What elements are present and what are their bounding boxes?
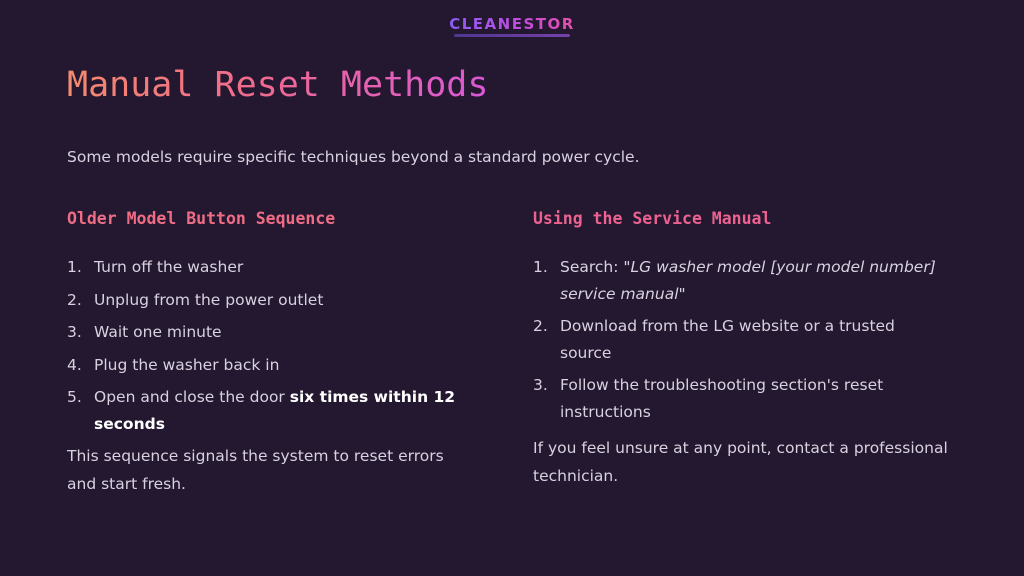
brand-logo-tagline — [454, 34, 570, 37]
list-item: 1. Search: "LG washer model [your model … — [533, 254, 953, 307]
list-item: 3. Follow the troubleshooting section's … — [533, 372, 953, 425]
step-number: 1. — [533, 258, 548, 276]
step-text: Wait one minute — [94, 323, 222, 341]
list-item: 3. Wait one minute — [67, 319, 487, 346]
older-model-note: This sequence signals the system to rese… — [67, 447, 444, 493]
step-number: 3. — [67, 323, 82, 341]
step-text: Plug the washer back in — [94, 355, 280, 374]
step-number: 4. — [67, 355, 82, 374]
intro-text: Some models require specific techniques … — [67, 148, 640, 166]
list-item: 5. Open and close the door six times wit… — [67, 384, 487, 437]
service-manual-steps: 1. Search: "LG washer model [your model … — [533, 254, 953, 425]
step-number: 1. — [67, 258, 82, 276]
step-text: Follow the troubleshooting section's res… — [560, 376, 884, 421]
list-item: 2. Unplug from the power outlet — [67, 287, 487, 314]
step-text: Unplug from the power outlet — [94, 290, 324, 309]
step-number: 3. — [533, 376, 548, 394]
step-text: Search: — [560, 258, 624, 276]
brand-logo-text: CLEANESTOR — [449, 15, 575, 33]
step-text-container: Search: "LG washer model [your model num… — [560, 254, 945, 307]
step-text-bold: six times within 12 seconds — [94, 388, 456, 433]
service-manual-section: Using the Service Manual 1. Search: "LG … — [533, 206, 953, 490]
page-title: Manual Reset Methods — [67, 65, 489, 105]
step-number: 2. — [533, 317, 548, 335]
service-manual-heading: Using the Service Manual — [533, 209, 772, 228]
step-text: Turn off the washer — [94, 258, 244, 276]
list-item: 4. Plug the washer back in — [67, 352, 487, 379]
older-model-heading: Older Model Button Sequence — [67, 209, 336, 228]
step-number: 5. — [67, 388, 82, 406]
step-text: Download from the LG website or a truste… — [560, 317, 895, 362]
step-number: 2. — [67, 290, 82, 309]
step-text-italic: "LG washer model [your model number] ser… — [560, 258, 936, 303]
list-item: 1. Turn off the washer — [67, 254, 487, 281]
brand-logo: CLEANESTOR — [0, 14, 1024, 37]
step-text: Open and close the door — [94, 388, 290, 406]
older-model-section: Older Model Button Sequence 1. Turn off … — [67, 206, 487, 498]
list-item: 2. Download from the LG website or a tru… — [533, 313, 953, 366]
service-manual-note: If you feel unsure at any point, contact… — [533, 439, 948, 485]
step-text-container: Open and close the door six times within… — [94, 384, 464, 437]
older-model-steps: 1. Turn off the washer 2. Unplug from th… — [67, 254, 487, 437]
